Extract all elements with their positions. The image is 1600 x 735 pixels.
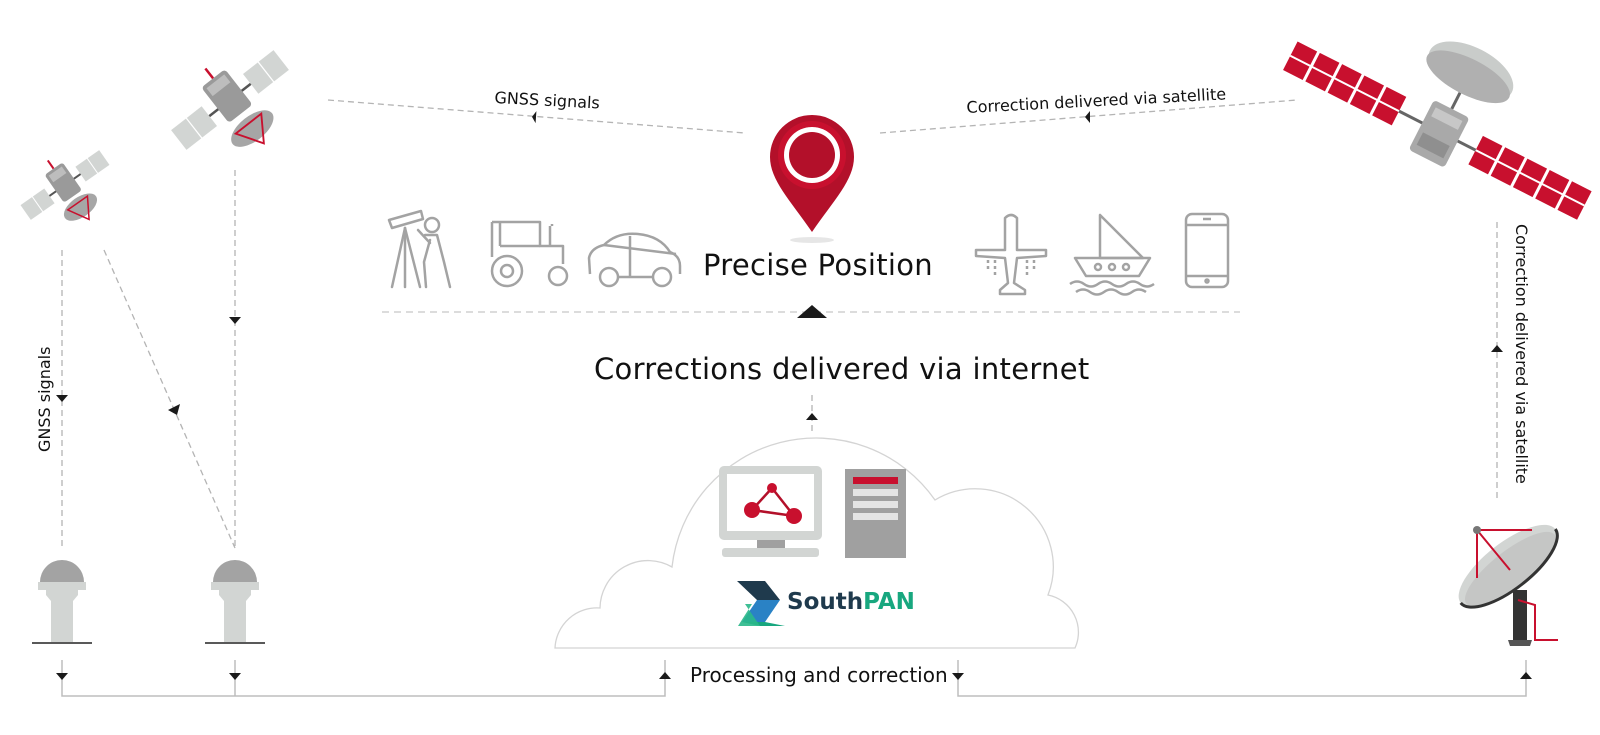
airplane-icon bbox=[974, 213, 1048, 296]
cloud-icon bbox=[554, 437, 1080, 649]
southpan-logo-text: SouthPAN bbox=[787, 589, 915, 615]
satellite-dish-icon bbox=[1458, 524, 1559, 646]
location-pin-icon bbox=[770, 115, 854, 243]
monitor-network-icon bbox=[719, 466, 822, 557]
gnss-satellite-icon bbox=[20, 150, 110, 221]
arrow-dish-up bbox=[1491, 345, 1503, 352]
tractor-icon bbox=[490, 220, 569, 288]
arrow-bottom-4 bbox=[952, 673, 964, 680]
arrow-sat1-down bbox=[56, 395, 68, 402]
corrections-via-internet-label: Corrections delivered via internet bbox=[594, 352, 1090, 386]
arrow-bottom-3 bbox=[659, 672, 671, 679]
ground-station-icon bbox=[32, 560, 92, 644]
server-icon bbox=[845, 469, 906, 558]
arrowheads bbox=[56, 111, 1532, 680]
precise-position-label: Precise Position bbox=[703, 248, 933, 282]
ground-station-icon bbox=[205, 560, 265, 644]
boat-icon bbox=[1069, 213, 1155, 296]
gnss-signals-label-side: GNSS signals bbox=[35, 346, 54, 452]
arrow-bottom-2 bbox=[229, 673, 241, 680]
arrow-gnss-top bbox=[532, 111, 537, 124]
southpan-logo-part1: South bbox=[787, 589, 864, 615]
correction-via-satellite-label-side: Correction delivered via satellite bbox=[1512, 224, 1531, 484]
arrow-correction-top bbox=[1085, 111, 1090, 123]
arrow-bottom-1 bbox=[56, 673, 68, 680]
arrow-diagonal-up bbox=[168, 404, 180, 415]
southpan-logo-icon bbox=[737, 581, 785, 626]
arrow-bottom-5 bbox=[1520, 672, 1532, 679]
car-icon bbox=[587, 232, 682, 288]
arrow-position-up bbox=[797, 305, 827, 318]
correction-satellite-icon bbox=[1283, 41, 1592, 220]
gnss-satellite-icon bbox=[171, 50, 289, 150]
surveyor-icon bbox=[387, 209, 452, 289]
processing-and-correction-label: Processing and correction bbox=[690, 663, 948, 687]
southpan-logo-part2: PAN bbox=[863, 589, 915, 615]
smartphone-icon bbox=[1184, 212, 1230, 289]
arrow-sat2-down bbox=[229, 317, 241, 324]
arrow-internet-up bbox=[806, 413, 818, 420]
